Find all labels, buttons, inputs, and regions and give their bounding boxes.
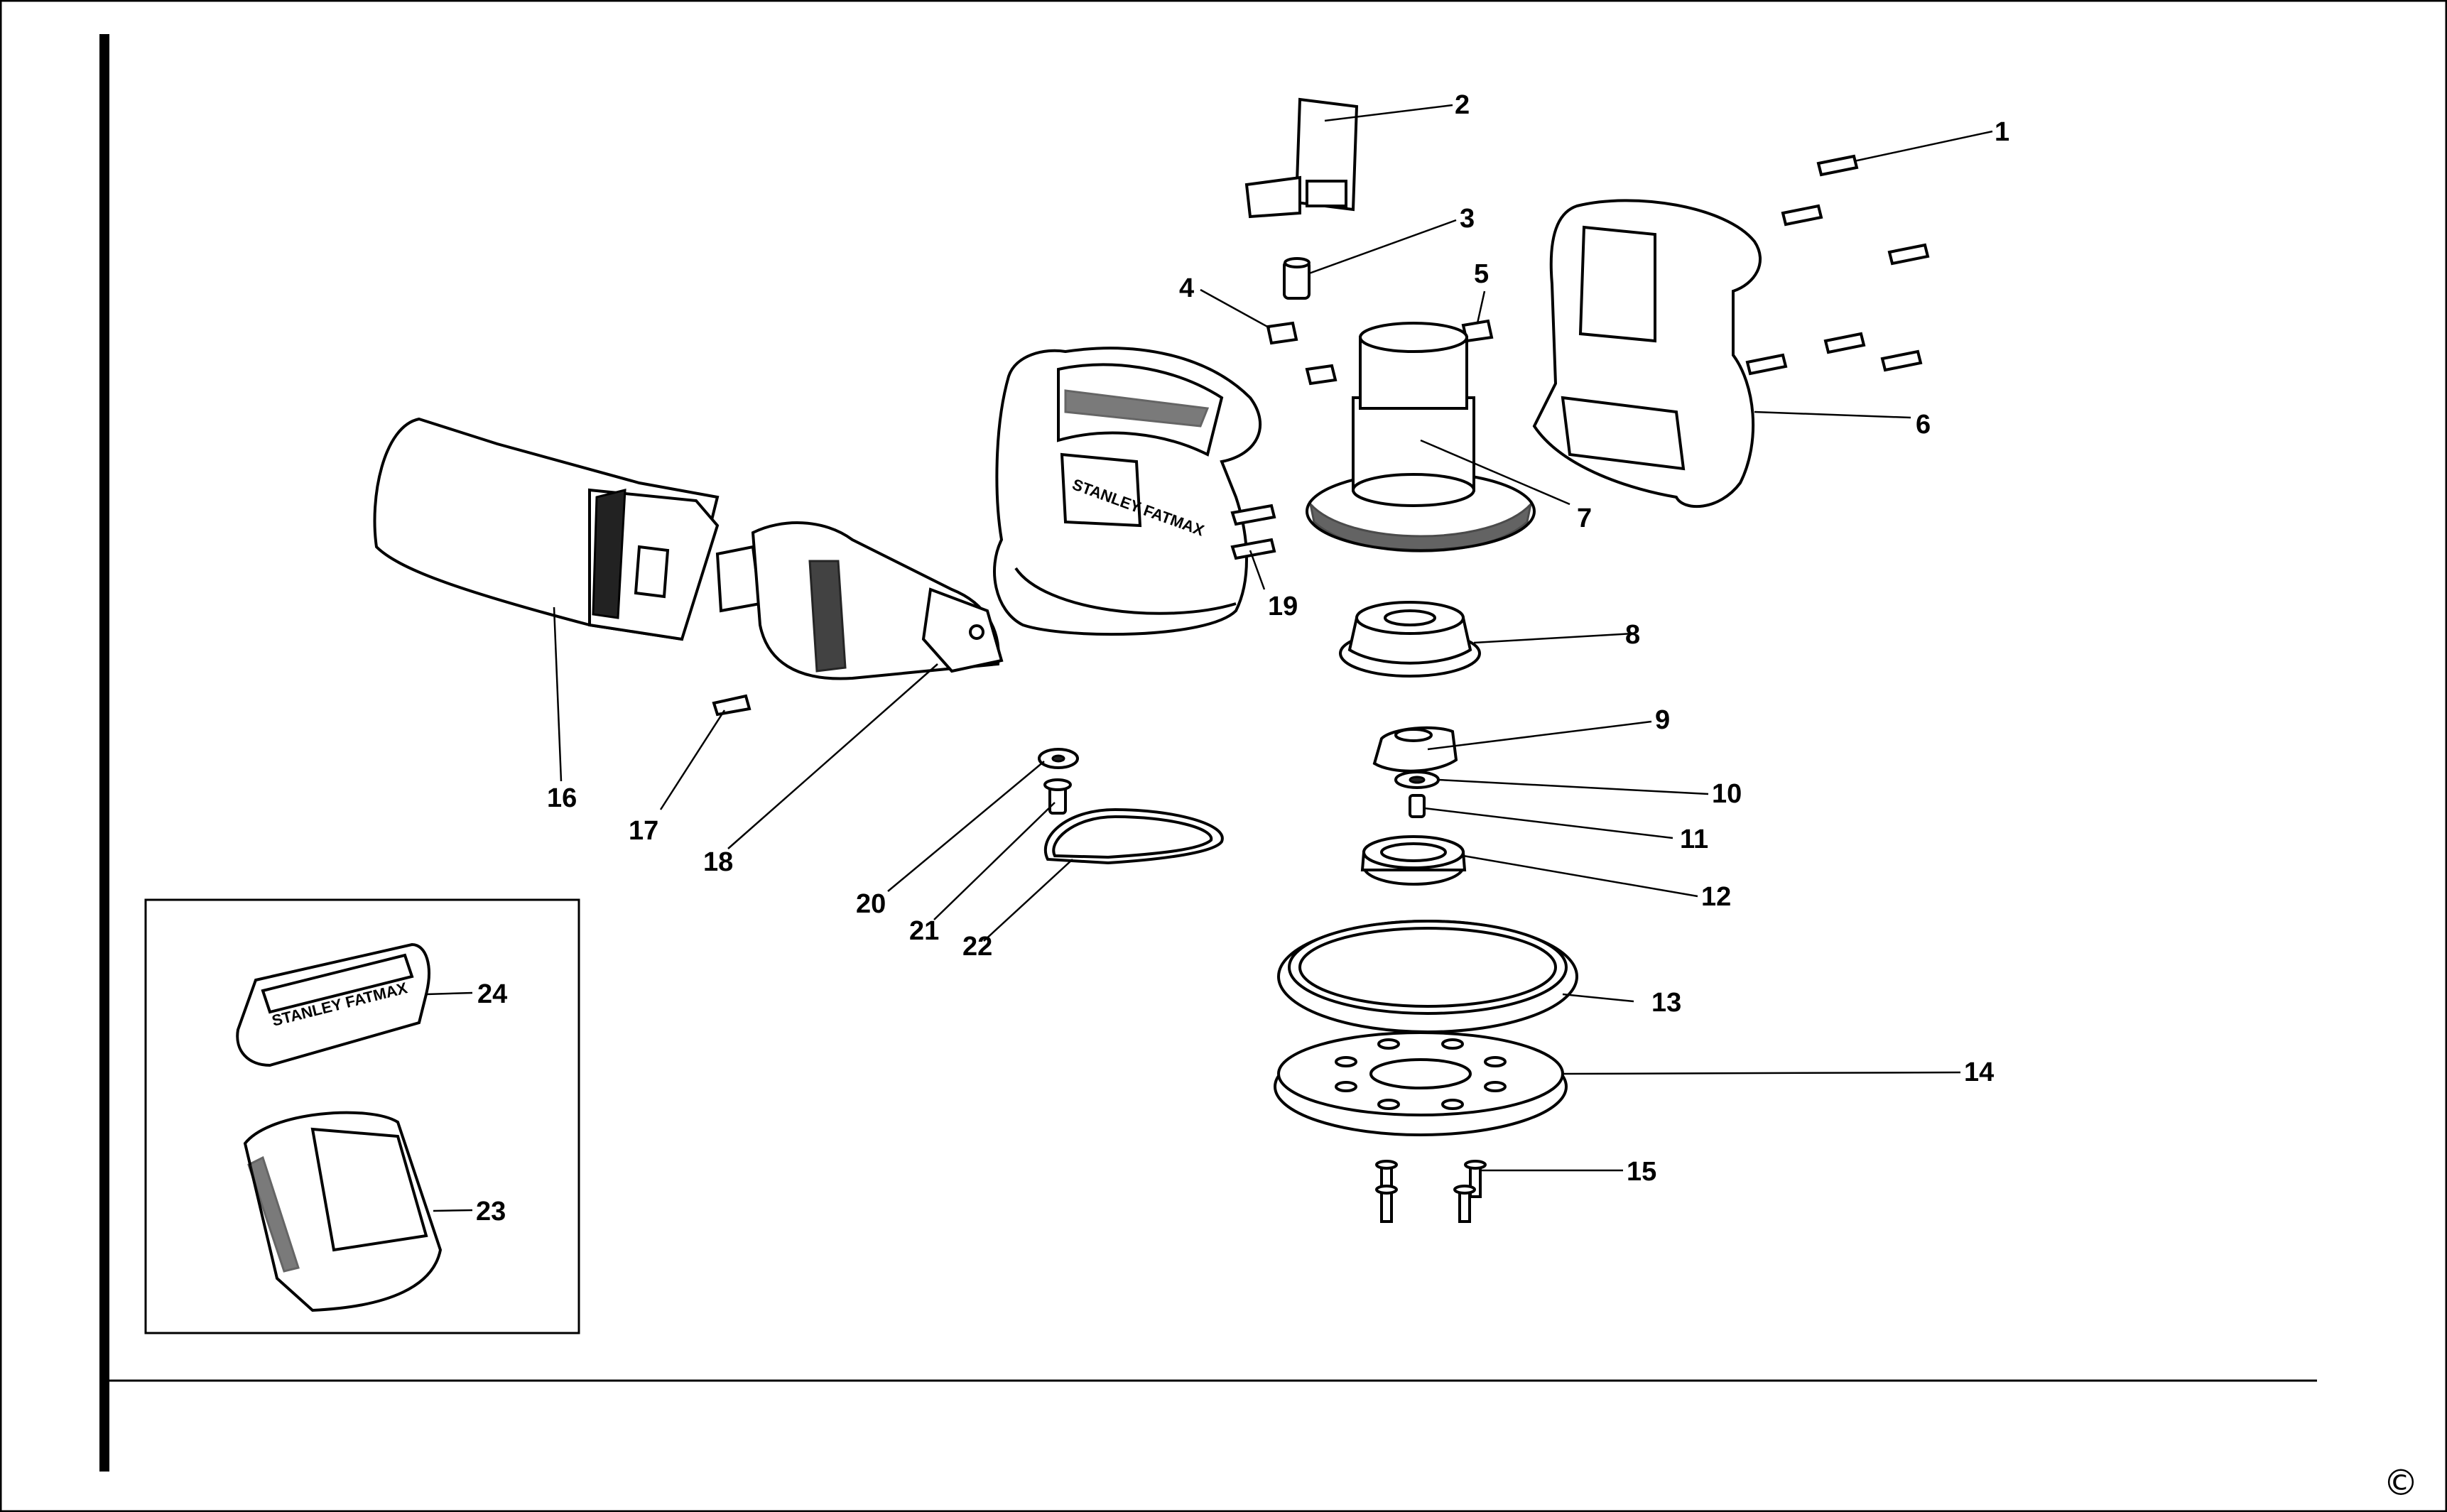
- part-24-battery-pack: STANLEY FATMAX: [236, 942, 430, 1067]
- leader-lines: [425, 104, 1993, 1212]
- copyright-symbol: ©: [2383, 1462, 2419, 1503]
- part-3-sleeve: [1283, 257, 1311, 300]
- callout-5: 5: [1474, 259, 1489, 289]
- part-2-switch-board: [1244, 97, 1359, 219]
- part-12-pad-holder: [1360, 835, 1467, 886]
- callout-2: 2: [1455, 90, 1470, 120]
- part-23-charger: [243, 1111, 443, 1312]
- callout-23: 23: [476, 1197, 506, 1227]
- part-4-brush: [1266, 321, 1338, 386]
- callout-12: 12: [1701, 882, 1731, 912]
- callout-10: 10: [1712, 779, 1742, 809]
- part-10-washer: [1394, 771, 1440, 789]
- part-14-sanding-pad: [1274, 1031, 1568, 1136]
- part-16-dust-canister: [373, 417, 720, 641]
- part-17-screw: [712, 694, 752, 717]
- part-13-seal-ring: [1277, 920, 1578, 1033]
- callout-7: 7: [1577, 504, 1592, 533]
- callout-labels: 1 2 3 4 5 6 7 8 9 10 11 12 13 14 15 16 1…: [476, 90, 2009, 1227]
- callout-6: 6: [1916, 410, 1931, 440]
- callout-16: 16: [547, 783, 577, 813]
- callout-1: 1: [1995, 117, 2009, 147]
- part-15-pad-screws: [1375, 1160, 1487, 1223]
- callout-4: 4: [1179, 273, 1194, 303]
- callout-13: 13: [1651, 988, 1681, 1018]
- main-sander-housing: STANLEY FATMAX: [993, 347, 1262, 636]
- part-19-screws: [1230, 504, 1276, 560]
- part-18-dust-adapter: [715, 521, 1004, 680]
- part-8-bearing-housing: [1339, 601, 1481, 678]
- callout-20: 20: [856, 889, 886, 919]
- callout-8: 8: [1625, 620, 1640, 650]
- part-11-screw: [1409, 794, 1426, 818]
- part-22-belt: [1043, 807, 1224, 865]
- callout-3: 3: [1460, 204, 1475, 234]
- callout-22: 22: [962, 932, 992, 962]
- part-6-housing-half: [1532, 199, 1762, 508]
- callout-24: 24: [477, 979, 507, 1009]
- callout-17: 17: [629, 816, 658, 846]
- part-9-counterweight: [1372, 726, 1458, 773]
- part-20-cap: [1038, 748, 1079, 769]
- part-1-screws: [1745, 154, 1930, 376]
- callout-9: 9: [1655, 705, 1670, 735]
- callout-11: 11: [1680, 825, 1708, 854]
- accessories-inset-box: STANLEY FATMAX: [144, 898, 580, 1334]
- callout-14: 14: [1964, 1057, 1994, 1087]
- callout-15: 15: [1627, 1157, 1656, 1187]
- callout-19: 19: [1268, 592, 1298, 621]
- part-7-motor-with-fan: [1306, 322, 1536, 553]
- part-21-rivet: [1043, 778, 1072, 815]
- callout-21: 21: [909, 916, 939, 946]
- callout-18: 18: [703, 847, 733, 877]
